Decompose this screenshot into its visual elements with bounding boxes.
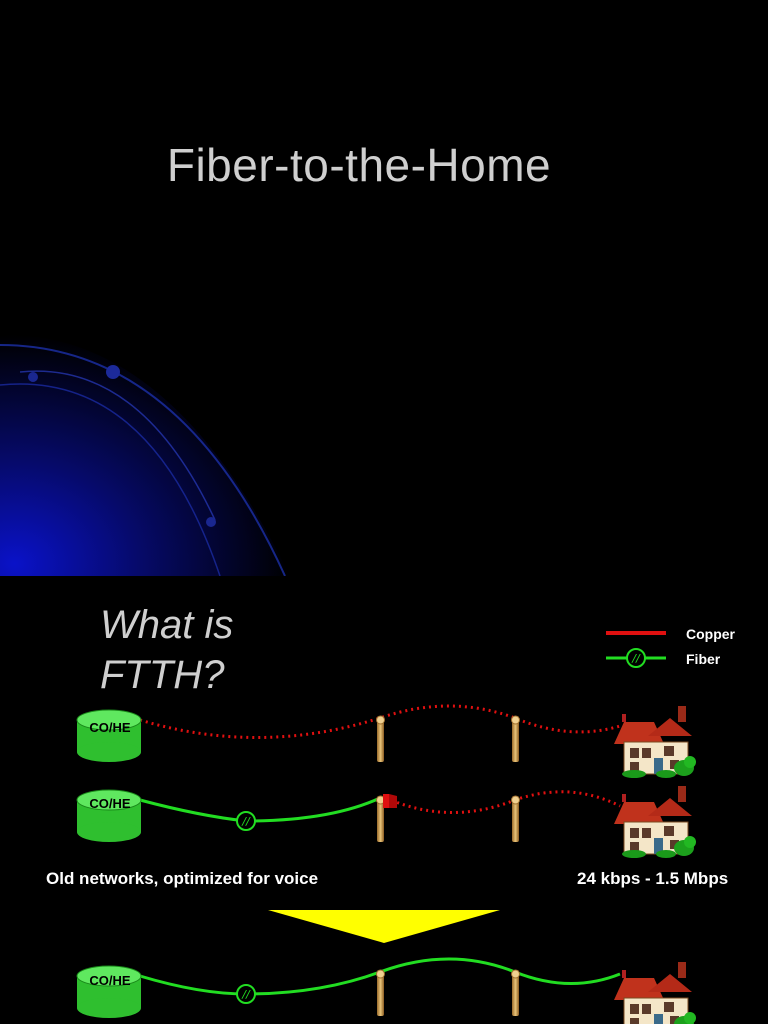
utility-pole-icon: [376, 715, 385, 763]
splice-marker-icon: [236, 811, 256, 831]
legend-copper-label: Copper: [686, 626, 735, 642]
central-office-cylinder-icon: [76, 709, 142, 763]
house-icon: [613, 961, 697, 1024]
title-slide: Fiber-to-the-Home: [0, 139, 552, 576]
caption-old-networks: Old networks, optimized for voice: [46, 869, 319, 888]
row-fiber-to-home: [76, 957, 697, 1024]
ftth-diagram-slide: What is FTTH?: [0, 576, 768, 1024]
title-line-1: What is: [100, 603, 234, 647]
row-fiber-to-curb: [76, 785, 697, 859]
slide-title: Fiber-to-the-Home: [166, 139, 552, 191]
blue-swirl-decoration: [0, 334, 290, 576]
house-icon: [613, 785, 697, 859]
legend-fiber-label: Fiber: [686, 651, 721, 667]
copper-line: [139, 704, 621, 739]
copper-line: [385, 790, 621, 814]
splice-marker-icon: [626, 648, 646, 668]
splice-marker-icon: [236, 984, 256, 1004]
slide-title: What is FTTH?: [100, 600, 233, 700]
node-label: CO/HE: [89, 973, 131, 988]
node-label: CO/HE: [89, 720, 131, 735]
network-diagram: //: [76, 631, 697, 1024]
row-copper-network: [76, 704, 697, 779]
node-label: CO/HE: [89, 796, 131, 811]
utility-pole-icon: [511, 715, 520, 763]
equipment-flag-icon: [383, 794, 397, 808]
down-arrow-icon: [268, 910, 500, 943]
fiber-line: [139, 796, 381, 823]
house-icon: [613, 705, 697, 779]
caption-speed: 24 kbps - 1.5 Mbps: [577, 869, 729, 888]
utility-pole-icon: [376, 969, 385, 1017]
title-line-2: FTTH?: [100, 653, 225, 697]
utility-pole-icon: [511, 969, 520, 1017]
utility-pole-icon: [511, 795, 520, 843]
